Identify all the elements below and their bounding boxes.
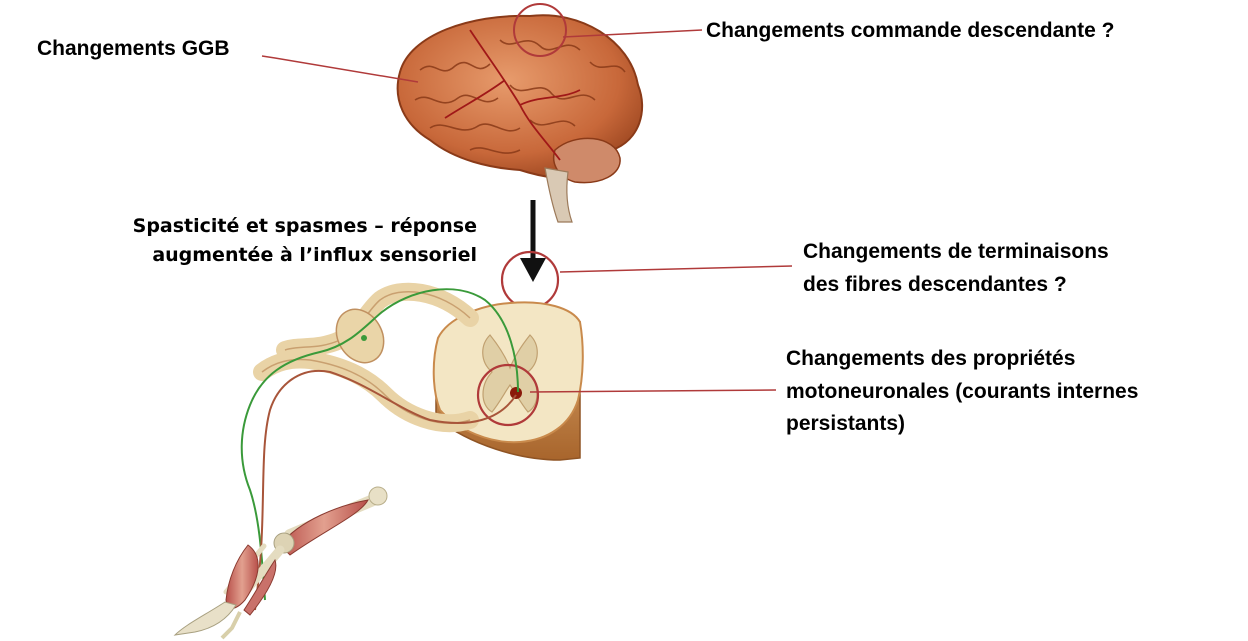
label-terminaisons-line2: des fibres descendantes ? [803, 269, 1109, 302]
label-proprietes-line2: motoneuronales (courants internes [786, 376, 1138, 409]
label-proprietes-line3: persistants) [786, 408, 1138, 441]
label-commande: Changements commande descendante ? [706, 16, 1114, 46]
leader-terminaisons [560, 266, 792, 272]
leg-illustration [175, 487, 387, 638]
label-ggb-text: Changements GGB [37, 37, 230, 60]
label-terminaisons: Changements de terminaisons des fibres d… [803, 236, 1109, 301]
label-proprietes-line1: Changements des propriétés [786, 343, 1138, 376]
label-spasticite-line2: augmentée à l’influx sensoriel [92, 241, 477, 270]
label-spasticite-line1: Spasticité et spasmes – réponse [92, 212, 477, 241]
down-arrow-icon [520, 200, 546, 282]
leader-ggb [262, 56, 418, 82]
label-commande-text: Changements commande descendante ? [706, 19, 1114, 42]
spinal-cord-illustration [434, 302, 583, 460]
label-terminaisons-line1: Changements de terminaisons [803, 236, 1109, 269]
label-ggb: Changements GGB [37, 34, 230, 64]
label-proprietes: Changements des propriétés motoneuronale… [786, 343, 1138, 441]
label-spasticite: Spasticité et spasmes – réponse augmenté… [92, 212, 477, 271]
